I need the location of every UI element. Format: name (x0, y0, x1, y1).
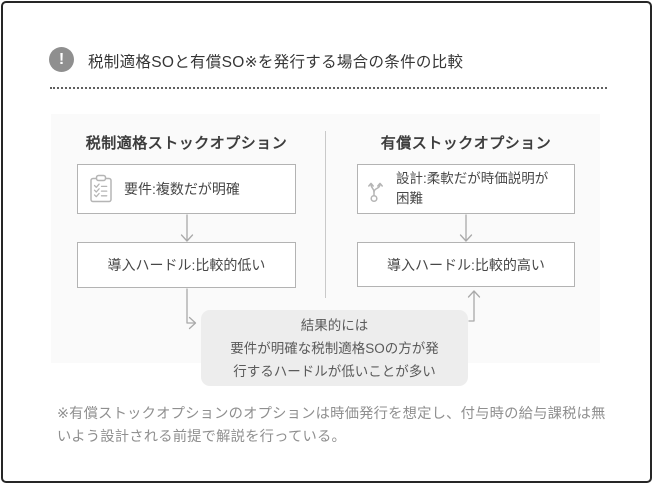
page-title: 税制適格SOと有償SO※を発行する場合の条件の比較 (88, 54, 464, 71)
right-design-line2: 困難 (396, 191, 423, 206)
right-hurdle-box: 導入ハードル:比較的高い (357, 242, 575, 287)
right-column-heading: 有償ストックオプション (380, 135, 552, 152)
result-line1: 結果的には (300, 318, 369, 333)
column-divider (325, 131, 326, 298)
left-hurdle-label: 導入ハードル:比較的低い (107, 257, 266, 273)
right-design-line1: 設計:柔軟だが時価説明が (396, 171, 549, 187)
left-requirements-box: 要件:複数だが明確 (77, 164, 296, 214)
right-hurdle-label: 導入ハードル:比較的高い (387, 256, 545, 273)
clipboard-checklist-icon (90, 174, 112, 203)
left-hurdle-box: 導入ハードル:比較的低い (77, 242, 296, 288)
result-line2: 要件が明確な税制適格SOの方が発 (230, 341, 439, 356)
left-requirements-label: 要件:複数だが明確 (124, 181, 240, 197)
right-design-box: 設計:柔軟だが時価説明が 困難 (357, 164, 575, 214)
exclamation-icon: ! (49, 47, 74, 72)
result-line3: 行するハードルが低いことが多い (233, 364, 436, 379)
branch-arrows-icon (368, 182, 383, 203)
dotted-divider (50, 87, 607, 89)
right-design-label: 設計:柔軟だが時価説明が 困難 (396, 169, 548, 208)
footnote: ※有償ストックオプションのオプションは時価発行を想定し、付与時の給与課税は無いよ… (57, 406, 606, 445)
result-note: 結果的には 要件が明確な税制適格SOの方が発 行するハードルが低いことが多い (201, 310, 468, 386)
left-column-heading: 税制適格ストックオプション (85, 135, 288, 152)
